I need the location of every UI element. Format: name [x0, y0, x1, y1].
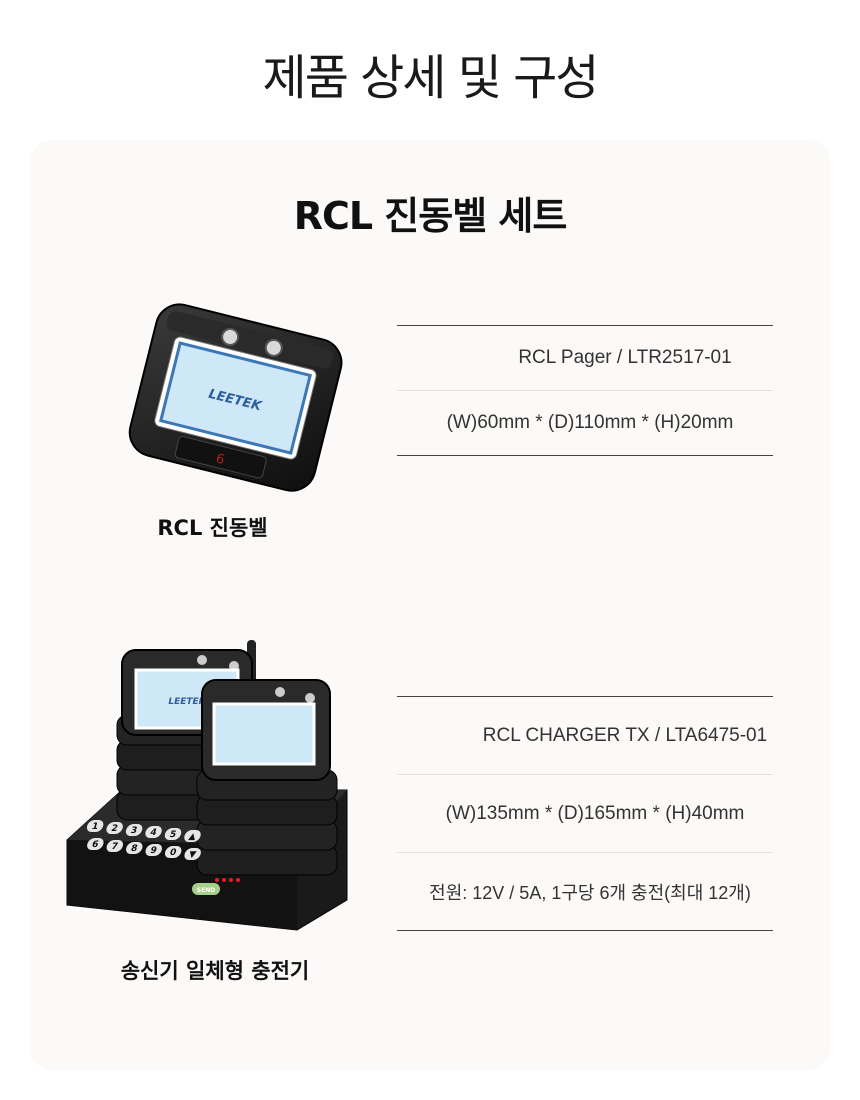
page-title: 제품 상세 및 구성 — [262, 50, 600, 106]
key-4[interactable]: 4 — [149, 827, 158, 838]
key-8[interactable]: 8 — [130, 843, 139, 854]
pager-spec-table: RCL Pager / LTR2517-01 (W)60mm * (D)110m… — [397, 325, 773, 456]
spec-row-model: RCL Pager / LTR2517-01 — [397, 325, 773, 391]
key-7[interactable]: 7 — [110, 841, 119, 852]
charger-image: LEETEK 1 2 3 4 5 — [66, 640, 348, 931]
key-up[interactable]: ▲ — [187, 831, 198, 842]
charger-pager-brand: LEETEK — [168, 697, 206, 707]
spec-row-power: 전원: 12V / 5A, 1구당 6개 충전(최대 12개) — [397, 853, 773, 931]
key-3[interactable]: 3 — [129, 825, 138, 836]
pager-caption: RCL 진동벨 — [157, 516, 268, 540]
send-key[interactable]: SEND — [197, 887, 215, 894]
charger-caption: 송신기 일체형 충전기 — [120, 959, 310, 983]
pager-number: 6 — [214, 451, 226, 468]
key-6[interactable]: 6 — [91, 839, 100, 850]
spec-row-model: RCL CHARGER TX / LTA6475-01 — [397, 696, 773, 775]
key-2[interactable]: 2 — [110, 823, 119, 834]
spec-row-dimensions: (W)60mm * (D)110mm * (H)20mm — [397, 391, 773, 456]
key-9[interactable]: 9 — [149, 845, 158, 856]
key-5[interactable]: 5 — [168, 829, 177, 840]
key-down[interactable]: ▼ — [188, 849, 199, 860]
charger-spec-table: RCL CHARGER TX / LTA6475-01 (W)135mm * (… — [397, 696, 773, 931]
key-1[interactable]: 1 — [90, 821, 99, 832]
set-title: RCL 진동벨 세트 — [293, 194, 568, 238]
key-0[interactable]: 0 — [168, 847, 177, 858]
pager-image: LEETEK 6 — [128, 303, 343, 492]
spec-row-dimensions: (W)135mm * (D)165mm * (H)40mm — [397, 775, 773, 853]
